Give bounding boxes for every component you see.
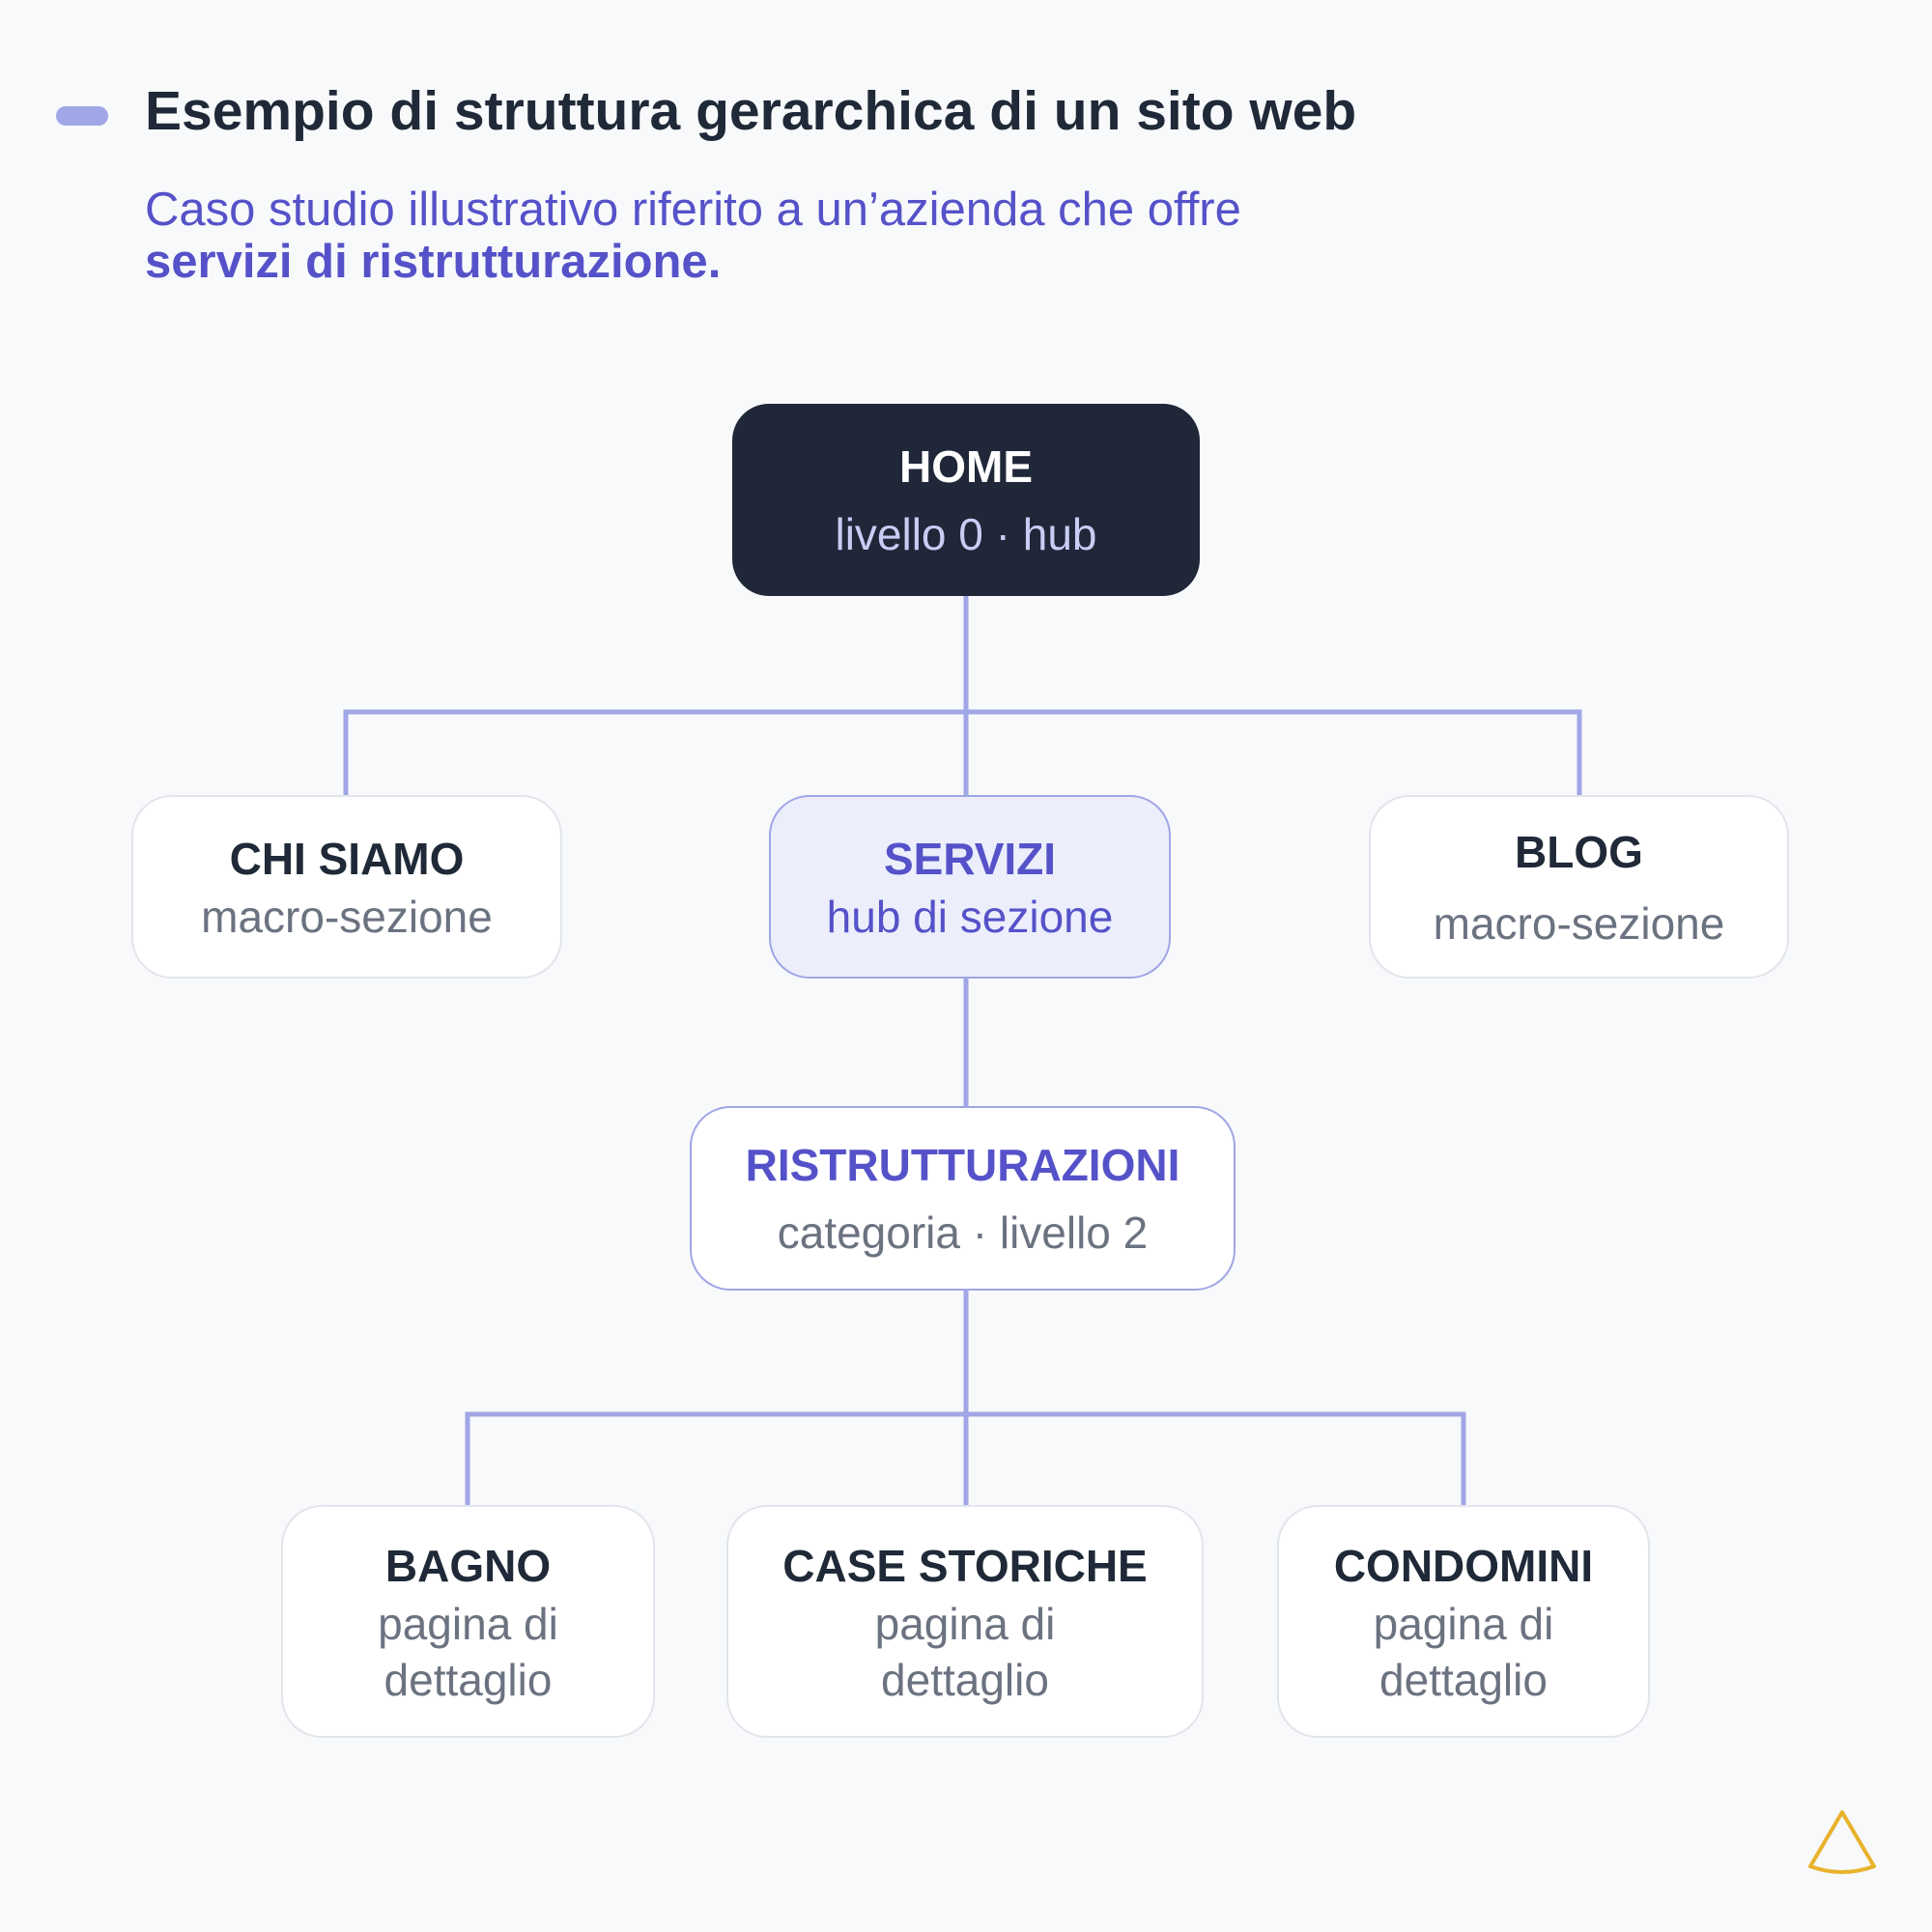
node-case-storiche-sub: pagina di dettaglio [874, 1598, 1056, 1705]
node-ristrutturazioni: RISTRUTTURAZIONI categoria · livello 2 [690, 1106, 1236, 1291]
page-subtitle: Caso studio illustrativo riferito a un’a… [145, 184, 1241, 288]
node-case-storiche: CASE STORICHE pagina di dettaglio [726, 1505, 1204, 1738]
triangle-logo-icon [1808, 1810, 1876, 1874]
node-bagno-sub: pagina di dettaglio [378, 1598, 558, 1705]
node-blog-sub: macro-sezione [1433, 898, 1725, 949]
page-title: Esempio di struttura gerarchica di un si… [145, 80, 1357, 142]
node-case-storiche-label: CASE STORICHE [782, 1540, 1148, 1591]
node-condomini: CONDOMINI pagina di dettaglio [1277, 1505, 1650, 1738]
node-blog-label: BLOG [1515, 827, 1643, 877]
node-ristrutturazioni-label: RISTRUTTURAZIONI [745, 1139, 1180, 1190]
node-bagno-label: BAGNO [384, 1540, 552, 1591]
node-blog: BLOG macro-sezione [1369, 795, 1789, 979]
node-ristrutturazioni-sub: categoria · livello 2 [777, 1207, 1149, 1258]
node-chi-siamo-label: CHI SIAMO [229, 834, 465, 884]
subtitle-line-2: servizi di ristrutturazione. [145, 236, 722, 288]
node-chi-siamo: CHI SIAMO macro-sezione [131, 795, 562, 979]
node-condomini-sub: pagina di dettaglio [1373, 1598, 1554, 1705]
node-servizi: SERVIZI hub di sezione [769, 795, 1171, 979]
node-chi-siamo-sub: macro-sezione [201, 892, 493, 942]
node-condomini-label: CONDOMINI [1333, 1540, 1594, 1591]
node-home-sub: livello 0 · hub [835, 508, 1097, 559]
node-servizi-sub: hub di sezione [826, 892, 1114, 942]
subtitle-line-1: Caso studio illustrativo riferito a un’a… [145, 184, 1241, 236]
accent-pill-icon [56, 106, 108, 126]
node-home: HOME livello 0 · hub [732, 404, 1200, 596]
node-servizi-label: SERVIZI [883, 834, 1057, 884]
node-home-label: HOME [899, 440, 1033, 492]
node-bagno: BAGNO pagina di dettaglio [281, 1505, 655, 1738]
